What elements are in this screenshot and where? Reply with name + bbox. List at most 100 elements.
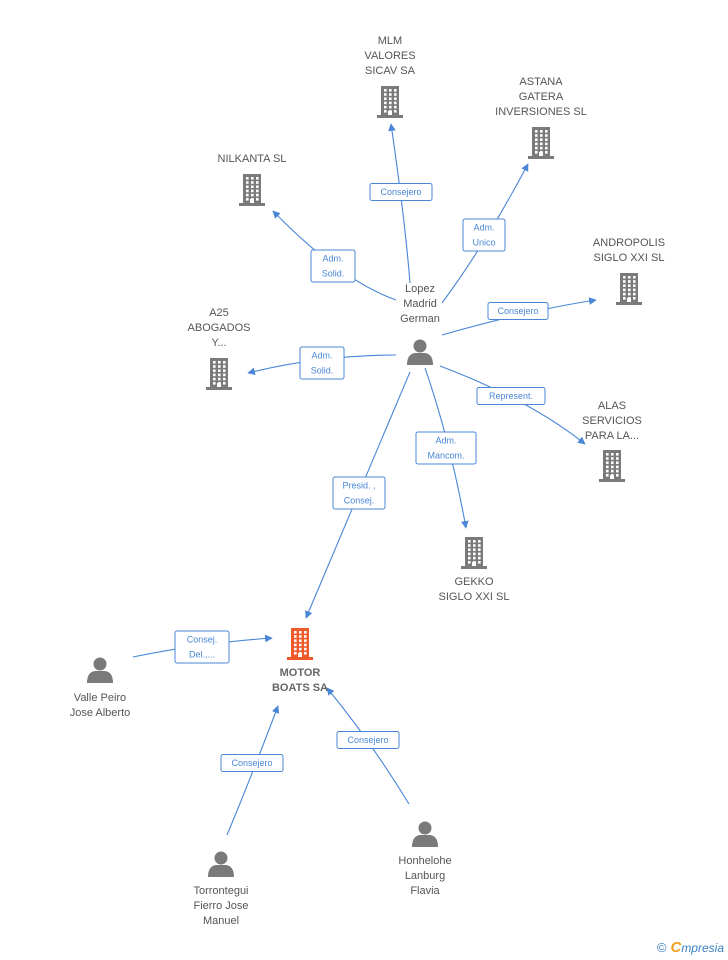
node-label: SIGLO XXI SL: [439, 591, 510, 603]
node-label: PARA LA...: [585, 430, 639, 442]
node-label: A25: [209, 307, 229, 319]
edge-labels-layer: ConsejeroAdm.UnicoAdm.Solid.ConsejeroAdm…: [174, 183, 549, 772]
node-label: MOTOR: [280, 667, 321, 679]
edge-label-text: Adm.: [311, 351, 332, 361]
node-motor[interactable]: MOTOR BOATS SA: [272, 628, 328, 694]
edge-label-text: Consejero: [497, 306, 538, 316]
brand-initial: C: [670, 939, 682, 956]
node-label: Fierro Jose: [193, 900, 248, 912]
edge-label-box: [220, 754, 284, 772]
node-label: BOATS SA: [272, 682, 328, 694]
building-icon: [239, 174, 265, 206]
building-icon: [287, 628, 313, 660]
node-label: Madrid: [403, 298, 437, 310]
edge-label-lopez-to-nilkanta[interactable]: Adm. Solid.: [310, 249, 356, 283]
node-mlm[interactable]: MLM VALORES SICAV SA: [364, 35, 416, 118]
person-icon: [87, 657, 113, 683]
node-label: GEKKO: [454, 576, 494, 588]
node-label: MLM: [378, 35, 402, 47]
edge-label-text: Consejero: [231, 758, 272, 768]
edge-label-text: Adm.: [473, 223, 494, 233]
edge-label-text: Mancom.: [427, 451, 464, 461]
edge-label-box: [415, 431, 477, 465]
edge-label-text: Adm.: [322, 254, 343, 264]
node-astana[interactable]: ASTANA GATERA INVERSIONES SL: [495, 76, 587, 159]
edge-label-text: Consejero: [347, 735, 388, 745]
edge-label-lopez-to-andropolis[interactable]: Consejero: [487, 302, 549, 320]
edge-lopez-to-mlm: [388, 123, 411, 284]
node-label: INVERSIONES SL: [495, 106, 587, 118]
edge-torrontegui-to-motor: [226, 705, 280, 836]
empresia-watermark[interactable]: ©Cmpresia: [657, 939, 724, 956]
edge-label-text: Solid.: [311, 366, 334, 376]
node-label: Valle Peiro: [74, 692, 126, 704]
edge-label-box: [476, 387, 546, 405]
building-icon: [599, 450, 625, 482]
edge-label-valle-to-motor[interactable]: Consej.Del.,...: [174, 630, 230, 664]
person-icon: [412, 821, 438, 847]
node-label: ANDROPOLIS: [593, 237, 665, 249]
node-label: SICAV SA: [365, 65, 416, 77]
node-label: Lopez: [405, 283, 435, 295]
node-label: NILKANTA SL: [218, 153, 287, 165]
edge-label-lopez-to-astana[interactable]: Adm. Unico: [462, 218, 506, 252]
node-label: ABOGADOS: [188, 322, 251, 334]
edge-label-lopez-to-motor[interactable]: Presid. , Consej.: [332, 476, 386, 510]
edge-label-text: Adm.: [435, 436, 456, 446]
edge-label-honhelohe-to-motor[interactable]: Consejero: [336, 731, 400, 749]
edge-label-text: Unico: [472, 238, 495, 248]
node-label: Torrontegui: [193, 885, 248, 897]
node-label: Manuel: [203, 915, 239, 927]
edge-label-box: [369, 183, 433, 201]
edge-label-text: Consejero: [380, 187, 421, 197]
node-label: Lanburg: [405, 870, 445, 882]
edge-label-text: Consej.: [187, 635, 218, 645]
node-label: GATERA: [519, 91, 564, 103]
node-label: VALORES: [364, 50, 415, 62]
node-label: Honhelohe: [398, 855, 451, 867]
node-label: Y...: [211, 337, 226, 349]
node-label: ASTANA: [519, 76, 563, 88]
edge-label-text: Represent.: [489, 391, 533, 401]
edge-label-box: [174, 630, 230, 664]
building-icon: [461, 537, 487, 569]
node-label: Jose Alberto: [70, 707, 131, 719]
node-label: Flavia: [410, 885, 440, 897]
edge-label-box: [462, 218, 506, 252]
edge-label-lopez-to-a25[interactable]: Adm. Solid.: [299, 346, 345, 380]
edge-label-box: [336, 731, 400, 749]
brand-name: mpresia: [681, 941, 724, 955]
node-alas[interactable]: ALAS SERVICIOS PARA LA...: [582, 400, 642, 482]
edge-label-box: [310, 249, 356, 283]
nodes-layer: MLM VALORES SICAV SA ASTANA GATERA INVERSIONE…: [70, 35, 665, 927]
edge-label-text: Presid. ,: [342, 481, 375, 491]
edge-label-lopez-to-mlm[interactable]: Consejero: [369, 183, 433, 201]
person-icon: [208, 851, 234, 877]
building-icon: [528, 127, 554, 159]
node-gekko[interactable]: GEKKO SIGLO XXI SL: [439, 537, 510, 603]
edge-label-lopez-to-gekko[interactable]: Adm. Mancom.: [415, 431, 477, 465]
person-icon: [407, 339, 433, 365]
edge-label-box: [487, 302, 549, 320]
edge-label-text: Solid.: [322, 269, 345, 279]
node-label: German: [400, 313, 440, 325]
node-label: ALAS: [598, 400, 626, 412]
copyright-symbol: ©: [656, 940, 667, 955]
edge-label-box: [299, 346, 345, 380]
edge-label-box: [332, 476, 386, 510]
node-nilkanta[interactable]: NILKANTA SL: [218, 153, 287, 206]
building-icon: [206, 358, 232, 390]
building-icon: [377, 86, 403, 118]
edge-label-torrontegui-to-motor[interactable]: Consejero: [220, 754, 284, 772]
node-andropolis[interactable]: ANDROPOLIS SIGLO XXI SL: [593, 237, 665, 305]
node-label: SERVICIOS: [582, 415, 642, 427]
node-label: SIGLO XXI SL: [594, 252, 665, 264]
edge-label-lopez-to-alas[interactable]: Represent.: [476, 387, 546, 405]
edge-label-text: Consej.: [344, 496, 375, 506]
